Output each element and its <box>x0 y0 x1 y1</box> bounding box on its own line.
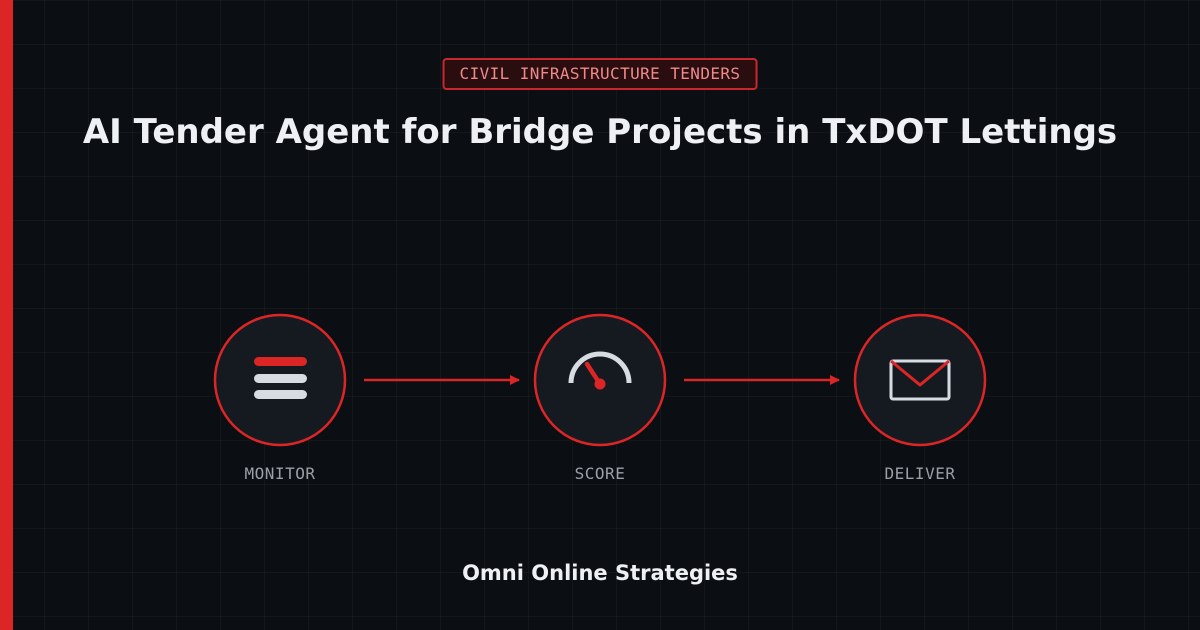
list-icon <box>254 357 307 399</box>
page-title: AI Tender Agent for Bridge Projects in T… <box>82 112 1118 152</box>
step-label-monitor: MONITOR <box>244 464 316 483</box>
brand-footer: Omni Online Strategies <box>462 561 738 585</box>
step-monitor <box>213 313 347 447</box>
step-score <box>533 313 667 447</box>
envelope-icon <box>889 359 951 401</box>
left-accent-bar <box>0 0 13 630</box>
workflow-diagram <box>213 313 987 447</box>
step-deliver-circle <box>853 313 987 447</box>
step-label-deliver: DELIVER <box>884 464 956 483</box>
category-tag: CIVIL INFRASTRUCTURE TENDERS <box>442 58 758 90</box>
step-label-score: SCORE <box>574 464 626 483</box>
step-deliver <box>853 313 987 447</box>
gauge-icon <box>568 351 632 390</box>
